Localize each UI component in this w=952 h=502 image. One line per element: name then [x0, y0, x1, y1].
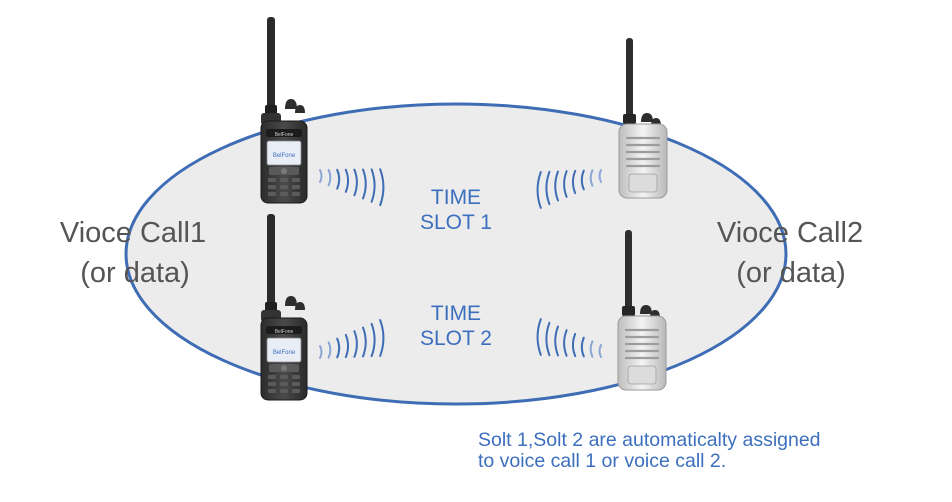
- right-call-label: Vioce Call2: [717, 217, 863, 249]
- caption-line2: to voice call 1 or voice call 2.: [478, 450, 727, 472]
- slot2-line1: TIME: [431, 302, 481, 325]
- slot1-line2: SLOT 1: [420, 211, 492, 234]
- wave-arc: [571, 332, 577, 358]
- wave-arc: [379, 168, 385, 207]
- wave-arc: [571, 169, 577, 195]
- radio-screen-brand: BelFone: [273, 350, 296, 356]
- dark-radio-top: BelFone BelFone: [260, 16, 308, 204]
- wave-arc: [563, 329, 568, 357]
- wave-arc: [545, 321, 551, 357]
- wave-arc: [545, 170, 551, 206]
- wave-arc: [353, 168, 358, 197]
- wave-arc: [580, 169, 585, 191]
- wave-arc: [598, 169, 602, 183]
- radio-screen-brand: BelFone: [273, 153, 296, 159]
- caption-line1: Solt 1,Solt 2 are automaticalty assigned: [478, 429, 821, 451]
- wave-arc: [554, 170, 559, 202]
- wave-arc: [344, 168, 350, 193]
- radio-brand: BelFone: [275, 132, 294, 138]
- radio-brand: BelFone: [275, 329, 294, 335]
- wave-arc: [370, 322, 376, 358]
- left-call-label: Vioce Call1: [60, 217, 206, 249]
- wave-arc: [554, 325, 559, 357]
- wave-arc: [536, 171, 542, 209]
- signal-waves-bottom-left: [319, 319, 385, 359]
- wave-arc: [379, 319, 385, 357]
- wave-arc: [353, 330, 358, 358]
- signal-waves-top-right: [536, 169, 602, 209]
- signal-waves-bottom-right: [536, 318, 602, 358]
- wave-arc: [362, 168, 367, 200]
- left-call-sublabel: (or data): [80, 257, 190, 289]
- wave-arc: [362, 326, 367, 358]
- wave-arc: [598, 344, 602, 358]
- wave-arc: [580, 336, 585, 358]
- right-call-sublabel: (or data): [736, 257, 846, 289]
- dark-radio-bottom: BelFone BelFone: [260, 213, 308, 401]
- wave-arc: [370, 168, 376, 203]
- wave-arc: [589, 169, 594, 187]
- wave-arc: [327, 168, 332, 187]
- light-radio-top: [617, 36, 669, 200]
- wave-arc: [536, 318, 542, 356]
- wave-arc: [327, 341, 332, 359]
- wave-arc: [344, 333, 350, 359]
- signal-waves-top-left: [319, 168, 385, 207]
- wave-arc: [336, 168, 341, 190]
- wave-arc: [589, 340, 594, 358]
- wave-arc: [319, 169, 323, 183]
- wave-arc: [563, 170, 568, 198]
- coverage-ellipse: [124, 102, 788, 406]
- wave-arc: [336, 337, 341, 359]
- slot2-line2: SLOT 2: [420, 327, 492, 350]
- slot1-line1: TIME: [431, 186, 481, 209]
- wave-arc: [319, 345, 323, 359]
- caption: Solt 1,Solt 2 are automaticalty assigned…: [478, 430, 938, 472]
